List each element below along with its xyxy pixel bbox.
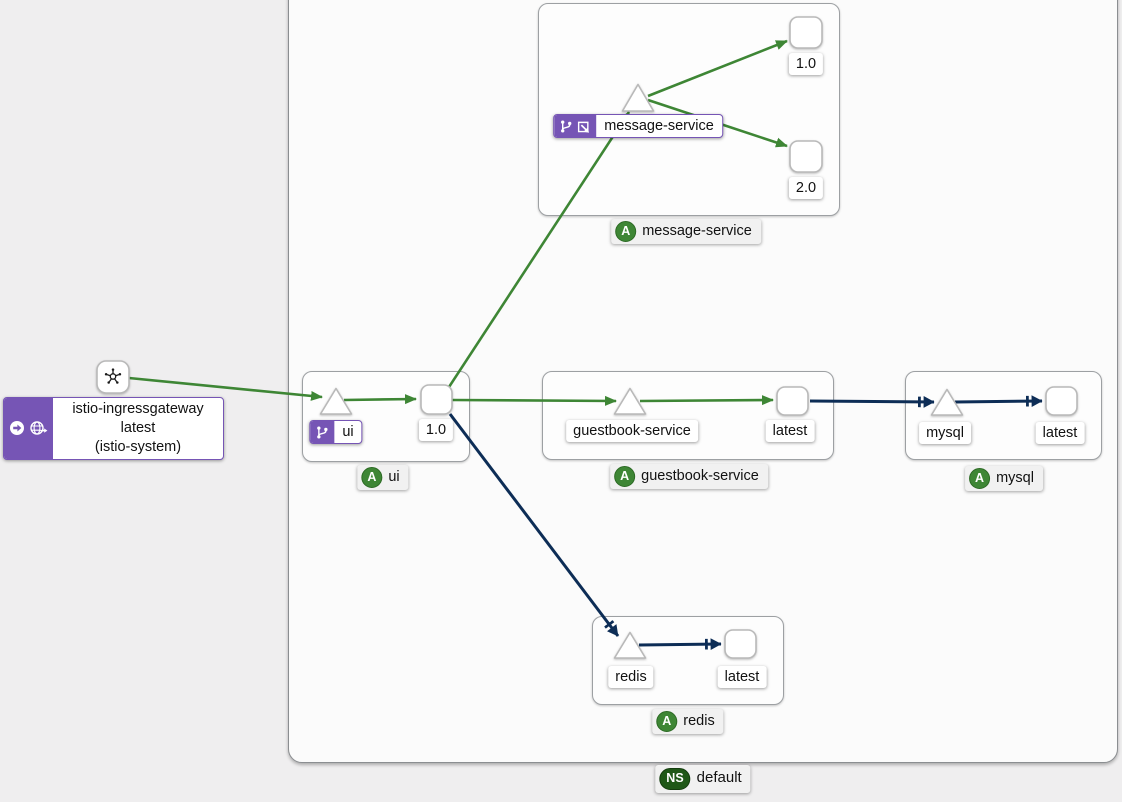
version-label-redis-latest: latest — [717, 666, 767, 689]
node-service-guestbook-service[interactable] — [613, 387, 647, 415]
service-label-mysql: mysql — [919, 422, 971, 445]
edge-ui-service-to-ui-v1[interactable] — [343, 394, 417, 405]
service-label-message-service[interactable]: message-service — [553, 114, 723, 139]
node-service-ui[interactable] — [319, 387, 353, 415]
edge-redis-service-to-latest[interactable] — [638, 638, 722, 651]
app-label-text: ui — [388, 469, 400, 486]
app-label-text: message-service — [642, 223, 752, 240]
node-message-service-v2[interactable] — [789, 140, 823, 173]
edge-ui-v1-to-redis-service[interactable] — [448, 413, 620, 637]
node-service-mysql[interactable] — [930, 388, 964, 416]
edge-ui-v1-to-guestbook-service[interactable] — [451, 395, 617, 406]
version-label-mysql-latest: latest — [1035, 422, 1085, 445]
version-label-guestbook-latest: latest — [765, 420, 815, 443]
node-guestbook-latest[interactable] — [776, 386, 809, 416]
node-message-service-v1[interactable] — [789, 16, 823, 49]
namespace-label-default[interactable]: NS default — [655, 765, 751, 793]
node-ui-v1[interactable] — [420, 384, 453, 415]
node-mysql-latest[interactable] — [1045, 386, 1078, 416]
service-label-redis: redis — [608, 666, 654, 689]
version-label-message-service-2-0: 2.0 — [788, 177, 824, 200]
app-group-box-ui[interactable] — [302, 371, 470, 462]
gateway-version: latest — [120, 419, 156, 436]
app-badge-icon: A — [614, 466, 636, 487]
edge-guestbook-latest-to-mysql-service[interactable] — [809, 396, 935, 408]
app-label-text: redis — [683, 713, 715, 730]
app-label-guestbook-service[interactable]: A guestbook-service — [610, 464, 768, 489]
service-label-text: ui — [342, 424, 354, 440]
node-service-redis[interactable] — [613, 631, 647, 659]
service-badge-strip — [310, 421, 335, 444]
edge-message-service-to-v1[interactable] — [647, 39, 788, 98]
service-label-ui[interactable]: ui — [309, 420, 363, 445]
gateway-node-label[interactable]: istio-ingressgateway latest (istio-syste… — [3, 397, 224, 460]
service-label-text: message-service — [604, 118, 714, 134]
virtual-service-icon — [317, 426, 328, 439]
namespace-label-text: default — [696, 769, 742, 787]
gateway-icon — [30, 421, 48, 435]
virtual-service-icon — [561, 120, 572, 133]
root-traffic-icon — [10, 421, 24, 436]
app-label-text: guestbook-service — [641, 468, 759, 485]
edge-guestbook-service-to-latest[interactable] — [639, 395, 774, 406]
app-badge-icon: A — [656, 711, 678, 732]
app-badge-icon: A — [969, 468, 991, 489]
edge-mysql-service-to-latest[interactable] — [954, 395, 1043, 408]
mesh-icon — [104, 368, 122, 384]
service-badge-strip — [554, 115, 597, 138]
app-label-message-service[interactable]: A message-service — [611, 219, 761, 244]
node-istio-ingressgateway[interactable] — [96, 360, 130, 394]
app-badge-icon: A — [361, 467, 383, 488]
app-label-ui[interactable]: A ui — [357, 465, 409, 490]
node-service-message-service[interactable] — [621, 83, 655, 112]
version-label-ui-1-0: 1.0 — [418, 419, 454, 442]
gateway-badge-strip — [4, 398, 53, 459]
service-label-guestbook-service: guestbook-service — [566, 420, 698, 443]
app-label-mysql[interactable]: A mysql — [965, 466, 1043, 491]
edge-gateway-to-ui-service[interactable] — [128, 376, 323, 401]
namespace-badge-icon: NS — [659, 768, 691, 790]
gateway-namespace: (istio-system) — [94, 438, 182, 455]
app-badge-icon: A — [615, 221, 637, 242]
gateway-name: istio-ingressgateway — [72, 401, 204, 417]
gateway-label-text: istio-ingressgateway latest (istio-syste… — [53, 398, 223, 459]
app-label-text: mysql — [996, 470, 1034, 487]
version-label-message-service-1-0: 1.0 — [788, 53, 824, 76]
node-redis-latest[interactable] — [724, 629, 757, 659]
edge-ui-v1-to-message-service[interactable] — [447, 111, 631, 388]
app-label-redis[interactable]: A redis — [652, 709, 724, 734]
mirroring-icon — [577, 121, 589, 133]
